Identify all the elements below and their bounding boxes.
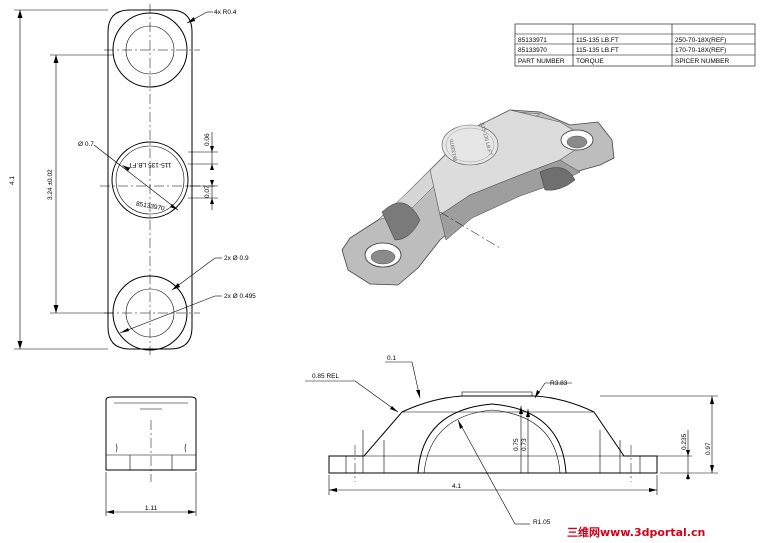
title-cell-r3c3: SPICER NUMBER <box>675 58 729 65</box>
dim-rel: 0.85 REL <box>312 373 339 380</box>
dim-arch-height-2: 0.73 <box>521 438 528 451</box>
dim-total-height: 0.97 <box>705 442 712 455</box>
dim-offset-lower: 0.07 <box>204 185 211 198</box>
dim-offset-upper: 0.06 <box>204 133 211 146</box>
title-cell-r2c3: 170-70-18X(REF) <box>675 47 726 54</box>
dim-center-diameter: Ø 0.7 <box>78 141 94 148</box>
dim-end-width: 1.11 <box>145 505 158 512</box>
dim-top-thickness: 0.1 <box>387 355 396 362</box>
dim-hole-diameter: 2x Ø 0.9 <box>224 255 249 262</box>
dim-corner-radius: 4x R0.4 <box>214 9 237 16</box>
watermark-text: 三维网www.3dportal.cn <box>567 525 705 539</box>
title-cell-r1c2: 115-135 LB.FT <box>576 37 619 44</box>
title-cell-r1c3: 250-70-18X(REF) <box>675 37 726 44</box>
dim-top-radius: R3.83 <box>550 380 568 387</box>
end-view: 1.11 <box>105 396 197 516</box>
top-view: 115-135 LB.FT 85133970 4.1 3.24 ±0.02 4x… <box>9 4 256 355</box>
title-cell-r3c2: TORQUE <box>576 58 604 65</box>
dim-side-length: 4.1 <box>452 483 461 490</box>
dim-bore-diameter: 2x Ø 0.495 <box>224 293 256 300</box>
side-view: 4.1 0.97 0.235 0.75 0.73 0.1 0.85 REL <box>305 355 718 526</box>
isometric-view: 115-135 LB.FT 85133970 <box>341 109 615 286</box>
dim-hole-spacing: 3.24 ±0.02 <box>47 169 54 200</box>
title-block: 85133971 115-135 LB.FT 250-70-18X(REF) 8… <box>514 23 756 67</box>
title-cell-r2c2: 115-135 LB.FT <box>576 47 619 54</box>
top-stamp-text-1: 115-135 LB.FT <box>129 161 172 168</box>
title-cell-r2c1: 85133970 <box>518 47 547 54</box>
title-cell-r1c1: 85133971 <box>518 37 547 44</box>
dim-arch-radius: R1.05 <box>533 519 551 526</box>
title-cell-r3c1: PART NUMBER <box>518 58 565 65</box>
dim-overall-length: 4.1 <box>9 176 16 185</box>
dim-arch-height-1: 0.75 <box>513 438 520 451</box>
dim-foot-height: 0.235 <box>681 433 688 450</box>
top-stamp-text-2: 85133970 <box>135 201 165 213</box>
iso-stamp-text-2: 85133970 <box>449 138 459 161</box>
